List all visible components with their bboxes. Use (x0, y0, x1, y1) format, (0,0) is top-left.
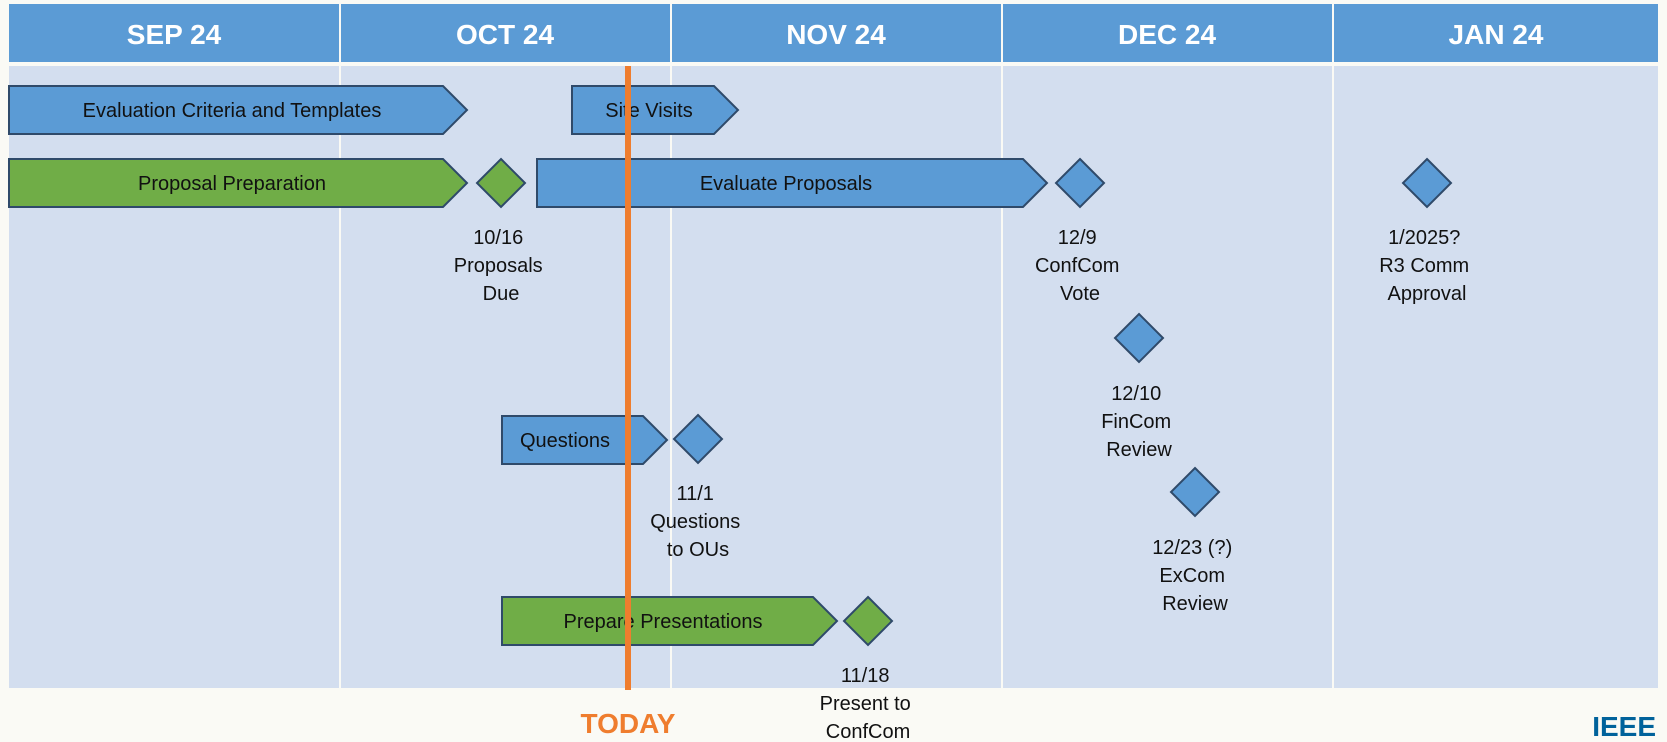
bar-shape (8, 158, 469, 208)
milestone-excom-review: 12/23 (?) ExCom Review (1152, 466, 1238, 615)
milestone-diamond (1401, 157, 1453, 209)
column-bg-dec (1003, 66, 1332, 688)
milestone-label: 12/10 FinCom Review (1101, 383, 1177, 461)
milestone-diamond (672, 413, 724, 465)
bar-site-visits: Site Visits (571, 85, 740, 135)
bar-evaluation-criteria: Evaluation Criteria and Templates (8, 85, 469, 135)
bar-shape (571, 85, 740, 135)
bar-shape (8, 85, 469, 135)
milestone-diamond (842, 595, 894, 647)
month-header-nov (672, 4, 1001, 62)
milestone-fincom-review: 12/10 FinCom Review (1101, 312, 1177, 461)
today-marker: TODAY (581, 66, 676, 739)
bar-shape (536, 158, 1049, 208)
month-label-oct: OCT 24 (456, 19, 554, 50)
milestone-label: 1/2025? R3 Comm Approval (1379, 227, 1475, 305)
month-header-oct (341, 4, 670, 62)
task-bars: Evaluation Criteria and Templates Site V… (8, 85, 1049, 646)
ieee-logo: IEEE (1592, 711, 1656, 742)
milestone-diamond (1054, 157, 1106, 209)
month-header-jan (1334, 4, 1658, 62)
bar-label: Proposal Preparation (138, 173, 326, 195)
month-label-dec: DEC 24 (1118, 19, 1216, 50)
month-label-sep: SEP 24 (127, 19, 222, 50)
month-headers: SEP 24 OCT 24 NOV 24 DEC 24 JAN 24 (9, 4, 1658, 62)
bar-evaluate-proposals: Evaluate Proposals (536, 158, 1049, 208)
milestone-diamond (1169, 466, 1221, 518)
bar-label: Evaluate Proposals (700, 173, 872, 195)
column-bg-jan (1334, 66, 1658, 688)
bar-shape (501, 596, 839, 646)
bar-label: Site Visits (605, 100, 692, 122)
bar-label: Evaluation Criteria and Templates (83, 100, 382, 122)
month-header-dec (1003, 4, 1332, 62)
milestone-diamond (1113, 312, 1165, 364)
milestone-label: 10/16 Proposals Due (454, 227, 549, 305)
milestone-diamond (475, 157, 527, 209)
milestone-label: 11/1 Questions to OUs (650, 483, 746, 561)
milestone-proposals-due: 10/16 Proposals Due (454, 157, 549, 305)
milestone-label: 12/9 ConfCom Vote (1035, 227, 1125, 305)
milestone-questions-to-ous: 11/1 Questions to OUs (650, 413, 746, 561)
bar-label: Prepare Presentations (563, 611, 762, 633)
milestones: 10/16 Proposals Due 12/9 ConfCom Vote 1/… (454, 157, 1475, 742)
bar-label: Questions (520, 430, 610, 452)
today-label: TODAY (581, 708, 676, 739)
month-label-nov: NOV 24 (786, 19, 886, 50)
bar-questions: Questions (501, 415, 669, 465)
bar-proposal-preparation: Proposal Preparation (8, 158, 469, 208)
month-header-sep (9, 4, 339, 62)
bar-prepare-presentations: Prepare Presentations (501, 596, 839, 646)
milestone-label: 11/18 Present to ConfCom (820, 665, 917, 742)
month-label-jan: JAN 24 (1449, 19, 1544, 50)
milestone-r3-comm-approval: 1/2025? R3 Comm Approval (1379, 157, 1475, 305)
milestone-label: 12/23 (?) ExCom Review (1152, 537, 1238, 615)
milestone-present-to-confcom: 11/18 Present to ConfCom (820, 595, 917, 742)
milestone-confcom-vote: 12/9 ConfCom Vote (1035, 157, 1125, 305)
